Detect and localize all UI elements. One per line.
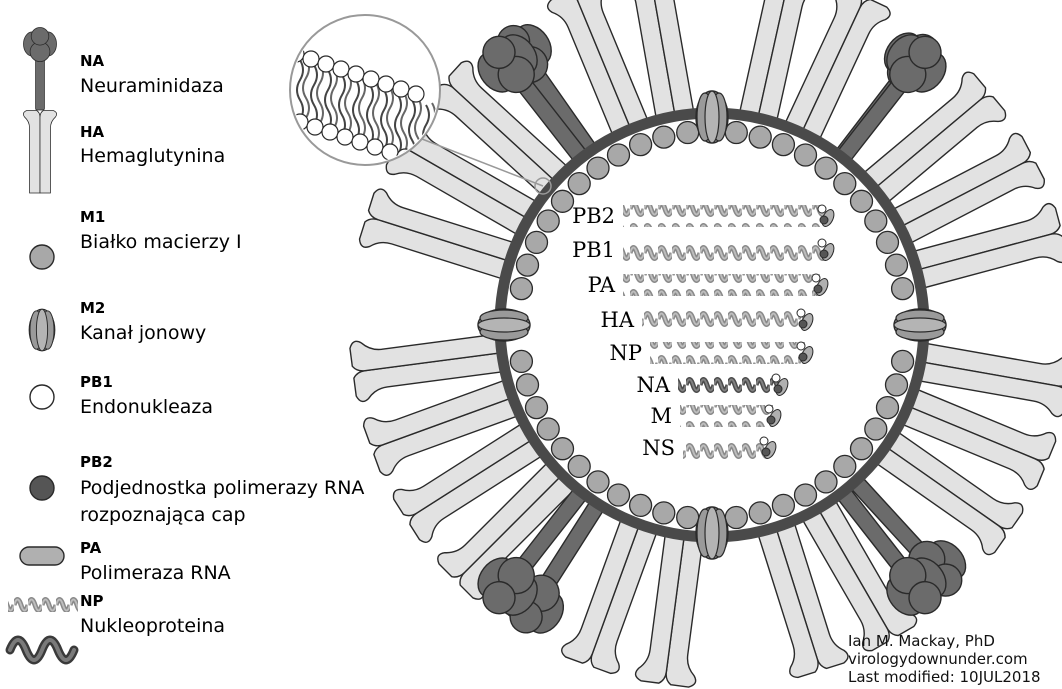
- cap-binding-subunit-icon: [30, 476, 54, 500]
- legend-name-pb1: Endonukleaza: [80, 396, 213, 418]
- matrix-protein: [877, 397, 899, 419]
- neuraminidase-icon: [24, 27, 57, 110]
- matrix-protein: [587, 157, 609, 179]
- matrix-protein: [886, 374, 908, 396]
- legend-abbr-na: NA: [80, 52, 105, 70]
- legend-name-pb2-line2: rozpoznająca cap: [80, 504, 246, 526]
- matrix-protein: [795, 144, 817, 166]
- endonuclease-icon: [30, 385, 54, 409]
- matrix-protein: [815, 471, 837, 493]
- matrix-protein: [795, 484, 817, 506]
- credit-site: virologydownunder.com: [848, 650, 1028, 668]
- matrix-protein: [772, 134, 794, 156]
- matrix-protein: [815, 157, 837, 179]
- segment-label: NA: [636, 373, 670, 397]
- matrix-protein: [834, 455, 856, 477]
- hemagglutinin-icon: [23, 111, 56, 194]
- legend-name-m2: Kanał jonowy: [80, 322, 206, 344]
- rnp-segment-pb2: PB2: [572, 204, 836, 228]
- legend-abbr-pb1: PB1: [80, 373, 113, 391]
- matrix-protein: [677, 122, 699, 144]
- legend-name-na: Neuraminidaza: [80, 75, 224, 97]
- matrix-protein: [677, 507, 699, 529]
- matrix-protein: [749, 502, 771, 524]
- rnp-segment-m: M: [650, 404, 783, 428]
- matrix-protein: [517, 254, 539, 276]
- matrix-protein-icon: [30, 245, 54, 269]
- nucleoprotein-icon: [8, 594, 78, 660]
- legend-abbr-ha: HA: [80, 123, 105, 141]
- matrix-protein: [892, 278, 914, 300]
- matrix-protein: [865, 210, 887, 232]
- matrix-protein: [537, 418, 559, 440]
- segment-label: M: [650, 404, 672, 428]
- matrix-protein: [568, 173, 590, 195]
- matrix-protein: [630, 494, 652, 516]
- legend-name-m1: Białko macierzy I: [80, 231, 242, 253]
- credit: Ian M. Mackay, PhD virologydownunder.com…: [848, 632, 1041, 686]
- rna-polymerase-icon: [20, 547, 64, 565]
- ion-channel-icon: [29, 309, 55, 351]
- segment-label: NP: [609, 341, 642, 365]
- matrix-protein: [886, 254, 908, 276]
- matrix-protein: [517, 374, 539, 396]
- ion-channel: [894, 309, 946, 341]
- rnp-segment-pb1: PB1: [572, 238, 836, 262]
- legend-abbr-pa: PA: [80, 539, 102, 557]
- matrix-protein: [608, 484, 630, 506]
- segment-label: HA: [601, 308, 635, 332]
- legend-name-ha: Hemaglutynina: [80, 145, 225, 167]
- legend-abbr-m1: M1: [80, 208, 105, 226]
- legend-name-np: Nukleoproteina: [80, 615, 225, 637]
- matrix-protein: [877, 231, 899, 253]
- ion-channel: [696, 91, 728, 143]
- rnp-segment-na: NA: [636, 373, 790, 397]
- segment-label: PA: [588, 273, 616, 297]
- matrix-protein: [608, 144, 630, 166]
- credit-author: Ian M. Mackay, PhD: [848, 632, 995, 650]
- rnp-segment-ha: HA: [601, 308, 816, 332]
- rnp-segment-np: NP: [609, 341, 815, 365]
- matrix-protein: [510, 278, 532, 300]
- legend-abbr-np: NP: [80, 592, 104, 610]
- matrix-protein: [725, 507, 747, 529]
- matrix-protein: [587, 471, 609, 493]
- legend-name-pb2: Podjednostka polimerazy RNA: [80, 477, 364, 499]
- matrix-protein: [526, 397, 548, 419]
- matrix-protein: [725, 122, 747, 144]
- legend-abbr-pb2: PB2: [80, 453, 113, 471]
- matrix-protein: [653, 502, 675, 524]
- matrix-protein: [865, 418, 887, 440]
- matrix-protein: [510, 350, 532, 372]
- segment-label: NS: [642, 436, 675, 460]
- matrix-protein: [834, 173, 856, 195]
- rnp-segment-pa: PA: [588, 273, 831, 297]
- matrix-protein: [630, 134, 652, 156]
- matrix-protein: [537, 210, 559, 232]
- ion-channel: [696, 507, 728, 559]
- segment-label: PB2: [572, 204, 615, 228]
- matrix-protein: [653, 126, 675, 148]
- matrix-protein: [772, 494, 794, 516]
- matrix-protein: [552, 438, 574, 460]
- matrix-protein: [552, 190, 574, 212]
- matrix-protein: [892, 350, 914, 372]
- rnp-segment-ns: NS: [642, 436, 778, 460]
- segment-label: PB1: [572, 238, 615, 262]
- matrix-protein: [851, 438, 873, 460]
- credit-modified: Last modified: 10JUL2018: [848, 668, 1041, 686]
- matrix-protein: [526, 231, 548, 253]
- matrix-protein: [851, 190, 873, 212]
- matrix-protein: [749, 126, 771, 148]
- legend-abbr-m2: M2: [80, 299, 105, 317]
- matrix-protein: [568, 455, 590, 477]
- legend-name-pa: Polimeraza RNA: [80, 562, 231, 584]
- ion-channel: [478, 309, 530, 341]
